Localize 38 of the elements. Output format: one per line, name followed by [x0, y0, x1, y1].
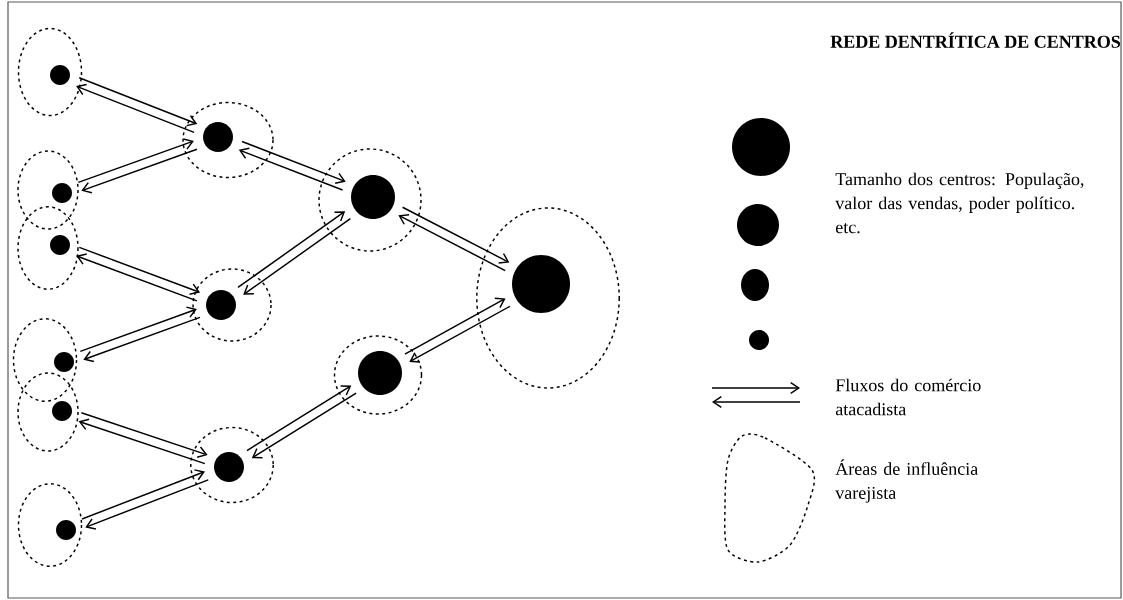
center-circle	[52, 401, 72, 421]
center-circle	[351, 175, 395, 219]
center-circle	[56, 520, 76, 540]
arrow	[76, 83, 195, 134]
arrow	[85, 479, 209, 530]
center-circle	[50, 235, 70, 255]
arrow	[398, 214, 506, 272]
center-circle	[206, 290, 236, 320]
arrow	[77, 138, 194, 184]
center-circle	[512, 255, 570, 313]
arrow	[401, 206, 510, 264]
arrow	[78, 418, 206, 465]
center-circle	[358, 351, 402, 395]
arrow	[251, 392, 357, 459]
legend-text: Áreas de influência varejista	[835, 459, 978, 503]
title: REDE DENTRÍTICA DE CENTROS	[830, 32, 1121, 48]
arrow	[79, 306, 197, 353]
center-circle	[52, 183, 72, 203]
arrow	[80, 412, 208, 458]
arrow	[78, 77, 198, 127]
arrow	[246, 385, 352, 452]
arrow	[404, 297, 506, 355]
arrow	[78, 246, 201, 295]
arrow	[241, 140, 346, 184]
arrow	[238, 147, 344, 191]
arrow	[409, 305, 511, 363]
arrow	[81, 148, 198, 194]
center-circle	[54, 352, 74, 372]
arrow	[237, 211, 346, 289]
legend-text: Tamanho dos centros: População, valor das vendas, poder político. etc.	[835, 172, 1084, 234]
arrow	[76, 253, 198, 302]
center-circle	[203, 122, 233, 152]
arrow	[83, 316, 201, 363]
arrow	[243, 217, 352, 295]
legend-text: Fluxos do comércio atacadista	[835, 378, 981, 416]
arrow	[81, 469, 206, 520]
center-circle	[50, 65, 70, 85]
center-circle	[214, 452, 244, 482]
